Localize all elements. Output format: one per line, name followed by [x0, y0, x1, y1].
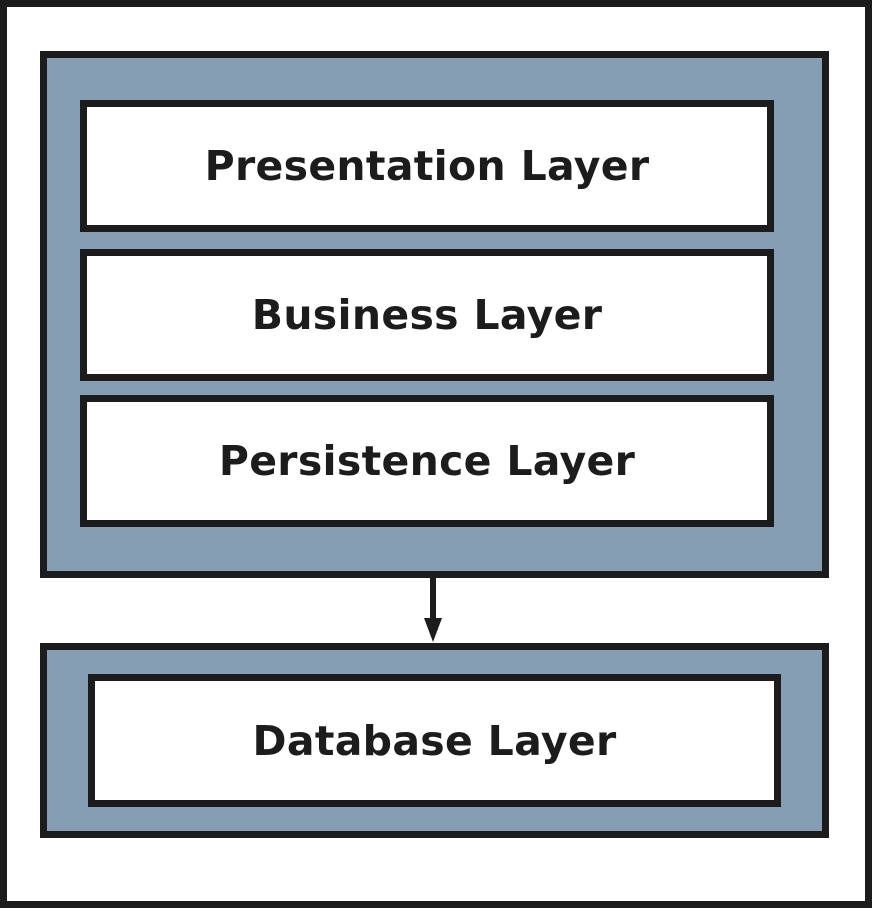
arrow-head [424, 618, 442, 642]
database-layer-label: Database Layer [252, 716, 617, 765]
persistence-layer-box: Persistence Layer [80, 395, 774, 527]
database-layer-box: Database Layer [88, 674, 781, 807]
presentation-layer-box: Presentation Layer [80, 100, 774, 232]
down-arrow-icon [424, 578, 442, 642]
presentation-layer-label: Presentation Layer [204, 142, 650, 190]
business-layer-label: Business Layer [251, 291, 603, 339]
persistence-layer-label: Persistence Layer [218, 437, 636, 485]
business-layer-box: Business Layer [80, 249, 774, 381]
